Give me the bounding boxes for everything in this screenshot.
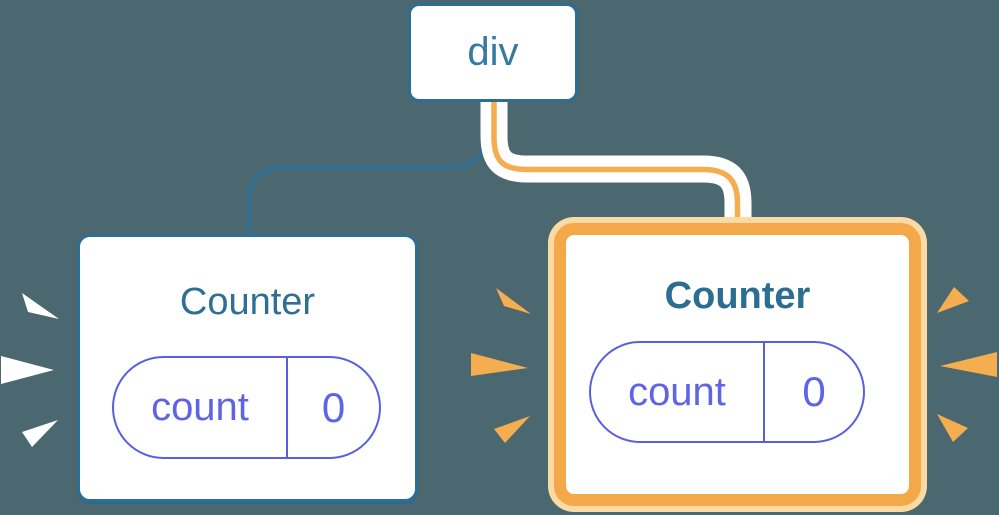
- state-key-label: count: [591, 343, 765, 441]
- burst-white-group: [1, 293, 59, 447]
- left-counter-card: Counter count 0: [77, 234, 418, 502]
- state-key-label: count: [114, 358, 288, 457]
- root-node-label: div: [467, 30, 519, 74]
- highlighted-counter-card-inner: Counter count 0: [554, 223, 921, 506]
- burst-icon: [22, 293, 59, 319]
- burst-icon: [496, 288, 531, 314]
- counter-title: Counter: [664, 275, 811, 317]
- state-pill: count 0: [589, 341, 865, 443]
- burst-icon: [940, 352, 997, 377]
- burst-icon: [471, 353, 528, 376]
- burst-icon: [494, 416, 530, 443]
- burst-icon: [1, 356, 54, 384]
- connector-highlight-casing: [480, 96, 752, 232]
- highlighted-counter-card: Counter count 0: [548, 217, 927, 512]
- burst-icon: [937, 414, 968, 442]
- burst-orange-right-group: [937, 287, 997, 442]
- root-div-node: div: [408, 3, 578, 102]
- state-value: 0: [802, 368, 826, 415]
- counter-title: Counter: [179, 281, 316, 323]
- state-value: 0: [321, 383, 346, 431]
- state-pill: count 0: [112, 356, 381, 459]
- connector-blue-line: [247, 99, 493, 237]
- burst-orange-left-group: [471, 288, 531, 443]
- burst-icon: [22, 420, 58, 447]
- burst-icon: [937, 287, 969, 313]
- connector-orange-line: [491, 96, 741, 230]
